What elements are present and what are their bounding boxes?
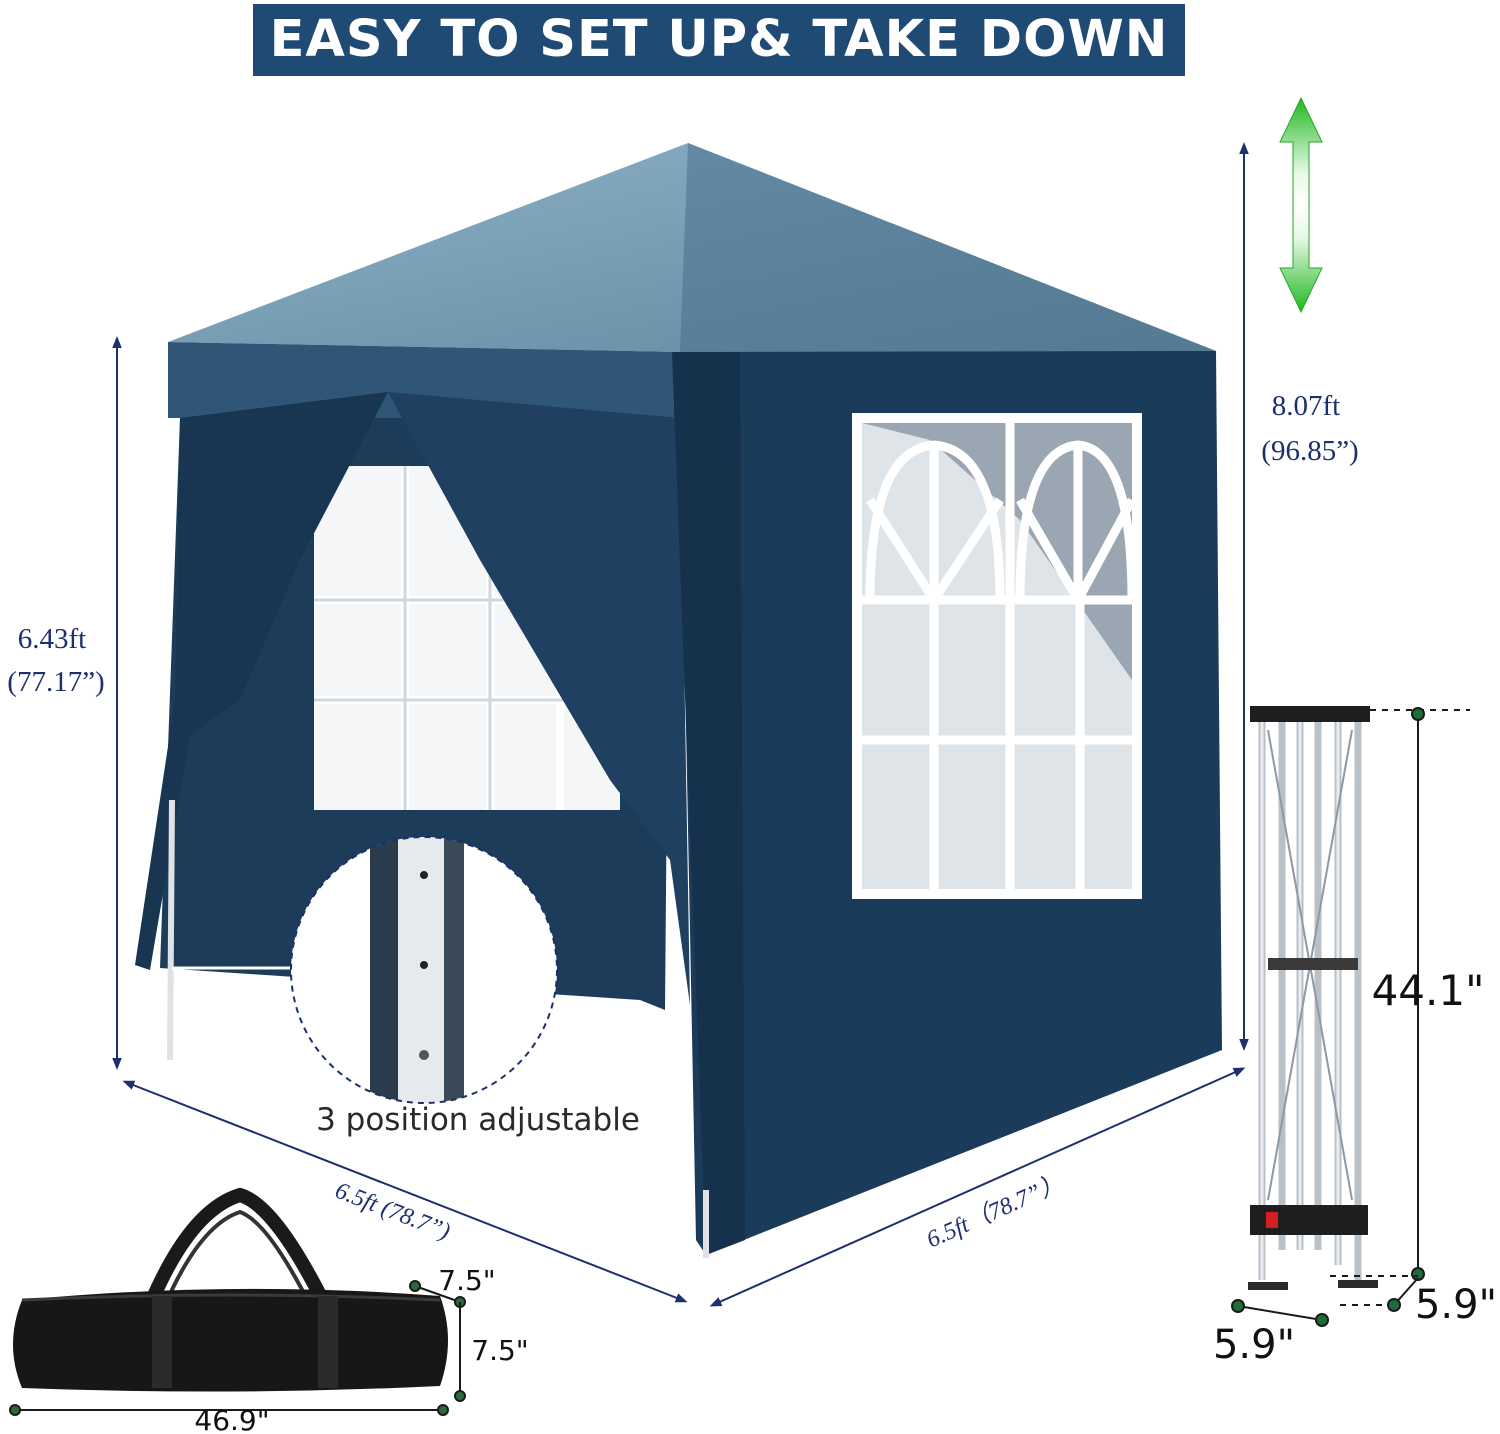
callout-text: 3 position adjustable xyxy=(316,1102,640,1138)
tent-legs xyxy=(167,799,709,1258)
bag-length-label: 46.9" xyxy=(194,1404,269,1434)
width-right-label: 6.5ft（78.7”） xyxy=(922,1169,1067,1253)
frame-depth-label: 5.9" xyxy=(1415,1282,1497,1328)
dimension-lines xyxy=(112,142,1249,1307)
frame-height-label: 44.1" xyxy=(1372,966,1485,1015)
up-down-arrow-icon xyxy=(1279,96,1323,314)
title-banner: EASY TO SET UP& TAKE DOWN xyxy=(253,4,1185,76)
tent-left-wall xyxy=(135,392,690,1010)
bag-dimension-lines xyxy=(9,1280,466,1416)
carry-bag xyxy=(13,1187,448,1392)
height-peak-ft: 8.07ft xyxy=(1272,390,1340,422)
width-left-label: 6.5ft (78.7”) xyxy=(332,1178,454,1246)
tent-front-wall xyxy=(672,351,1222,1255)
frame-dimension-lines xyxy=(1231,707,1470,1327)
height-side-ft: 6.43ft xyxy=(18,623,86,655)
frame-width-label: 5.9" xyxy=(1213,1322,1295,1368)
height-peak-in: (96.85”) xyxy=(1261,435,1358,467)
bag-height-label: 7.5" xyxy=(471,1334,528,1367)
height-side-in: (77.17”) xyxy=(7,666,104,698)
folded-frame xyxy=(1248,706,1378,1290)
bag-depth-label: 7.5" xyxy=(438,1264,495,1297)
banner-title: EASY TO SET UP& TAKE DOWN xyxy=(269,10,1169,69)
